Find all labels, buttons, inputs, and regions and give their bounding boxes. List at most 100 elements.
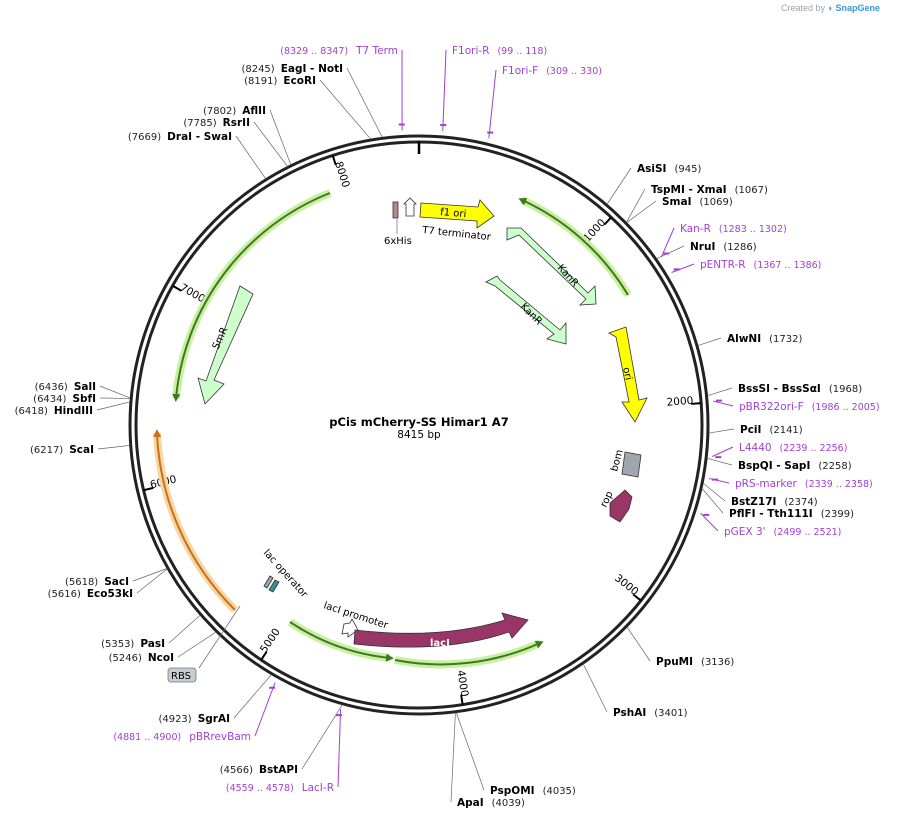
enzyme-position: (5246) [109, 653, 142, 664]
enzyme-position: (7802) [203, 106, 236, 117]
enzyme-name-2: NotI [318, 63, 343, 75]
tick-mark-3000 [632, 593, 642, 602]
tick-mark-5000 [260, 651, 268, 661]
leader-Eco53kI [136, 568, 168, 594]
watermark-prefix: Created by [780, 3, 826, 13]
enzyme-separator: - [192, 131, 204, 143]
enzyme-position: (5616) [48, 589, 81, 600]
tick-label-4000: 4000 [454, 669, 470, 697]
leader-BstAPI [301, 704, 343, 770]
primer-range: (2339 .. 2358) [805, 479, 873, 490]
enzyme-site-scai: (6217)ScaI [30, 444, 94, 456]
tick-label-5000: 5000 [258, 626, 283, 655]
primer-name: F1ori-F [502, 65, 538, 77]
feature-t7-terminator-arrow [403, 197, 417, 217]
leader-PciI [708, 428, 735, 434]
enzyme-name: RsrII [223, 117, 250, 129]
tick-mark-7000 [172, 284, 182, 292]
enzyme-site-smai: SmaI(1069) [662, 196, 733, 208]
feature-laci-promoter [341, 618, 359, 638]
primer-prs-marker: pRS-marker (2339 .. 2358) [735, 478, 873, 490]
feature-kanr-inner-label: KanR [518, 301, 544, 327]
enzyme-name-2: Tth111I [767, 508, 812, 520]
enzyme-site-bsssi: BssSI - BssSαI(1968) [738, 383, 862, 395]
enzyme-site-sgrai: (4923)SgrAI [158, 713, 230, 725]
primer-leader-pBR322ori-F [712, 400, 734, 407]
tick-mark-1000 [603, 216, 612, 226]
leader-DraI [235, 135, 266, 180]
leader-ApaI [450, 712, 456, 803]
map-title: pCis mCherry-SS Himar1 A7 [329, 415, 508, 429]
enzyme-name: BssSI [738, 383, 770, 395]
enzyme-site-saci: (5618)SacI [65, 576, 129, 588]
enzyme-position: (7669) [128, 132, 161, 143]
enzyme-position: (2258) [818, 461, 851, 472]
primer-name: pBRrevBam [189, 731, 251, 743]
feature-lac-operator-label: lac operator [261, 548, 310, 601]
label-leader-lines [96, 49, 735, 803]
primer-range: (1986 .. 2005) [812, 402, 880, 413]
primer-leader-L4440 [712, 446, 734, 457]
enzyme-name: BstZ17I [731, 496, 776, 508]
primer-range: (309 .. 330) [546, 66, 602, 77]
leader-RsrII [253, 121, 288, 167]
enzyme-site-hindiii: (6418)HindIII [15, 405, 93, 417]
enzyme-site-eco53ki: (5616)Eco53kI [48, 588, 133, 600]
enzyme-name: SgrAI [198, 713, 230, 725]
enzyme-name: HindIII [54, 405, 93, 417]
feature-ori-label: ori [620, 366, 633, 381]
map-length: 8415 bp [397, 429, 441, 441]
enzyme-name: SmaI [662, 196, 692, 208]
enzyme-name: PshAI [613, 707, 646, 719]
enzyme-name: EcoRI [283, 75, 316, 87]
enzyme-site-aflii: (7802)AflII [203, 105, 266, 117]
enzyme-name-2: XmaI [697, 184, 727, 196]
enzyme-site-bstapi: (4566)BstAPI [220, 764, 298, 776]
enzyme-name: BstAPI [259, 764, 298, 776]
enzyme-name: PasI [140, 638, 165, 650]
leader-SgrAI [233, 674, 272, 719]
primer-range: (8329 .. 8347) [280, 46, 348, 57]
primer-range: (4559 .. 4578) [226, 783, 294, 794]
enzyme-site-ppumi: PpuMI(3136) [656, 656, 734, 668]
primer-name: F1ori-R [452, 45, 489, 57]
primer-name: pENTR-R [700, 259, 746, 271]
primer-leader-F1ori-F [488, 69, 497, 139]
leader-AlwNI [697, 337, 722, 346]
primer-pgex-3-: pGEX 3'(2499 .. 2521) [724, 526, 841, 538]
enzyme-name: BspQI [738, 460, 773, 472]
tick-mark-2000 [691, 402, 702, 405]
feature-t7-terminator-label: T7 terminator [421, 225, 492, 243]
primer-name: pBR322ori-F [739, 401, 804, 413]
feature-laci [353, 612, 529, 648]
primer-range: (99 .. 118) [497, 46, 547, 57]
tick-label-2000: 2000 [666, 395, 694, 409]
enzyme-position: (1067) [735, 185, 768, 196]
tick-mark-6000 [143, 486, 154, 492]
enzyme-position: (3401) [654, 708, 687, 719]
enzyme-site-nrui: NruI(1286) [690, 241, 757, 253]
enzyme-position: (2374) [784, 497, 817, 508]
leader-BssSI [707, 387, 733, 396]
enzyme-site-rsrii: (7785)RsrII [183, 117, 250, 129]
primer-name: LacI-R [302, 782, 334, 794]
site-labels: AsiSI(945)TspMI - XmaI(1067)SmaI(1069)Nr… [15, 45, 880, 809]
orf-arc-laci-line [289, 621, 394, 662]
primer-range: (2239 .. 2256) [780, 443, 848, 454]
leader-PflFI [701, 488, 724, 514]
enzyme-position: (8245) [241, 64, 274, 75]
leader-AsiSI [606, 167, 632, 205]
enzyme-name: NruI [690, 241, 715, 253]
enzyme-name: PspOMI [490, 785, 535, 797]
primer-pentr-r: pENTR-R(1367 .. 1386) [700, 259, 821, 271]
primer-range: (2499 .. 2521) [774, 527, 842, 538]
feature-6xhis-label: 6xHis [384, 236, 412, 247]
enzyme-position: (6434) [33, 394, 66, 405]
enzyme-name-2: SwaI [204, 131, 232, 143]
enzyme-name: TspMI [651, 184, 685, 196]
enzyme-name: AlwNI [727, 333, 761, 345]
leader-HindIII [96, 401, 131, 411]
enzyme-site-bspqi: BspQI - SapI(2258) [738, 460, 852, 472]
primer-pbrrevbam: (4881 .. 4900)pBRrevBam [113, 731, 251, 743]
primer-name: pRS-marker [735, 478, 798, 490]
